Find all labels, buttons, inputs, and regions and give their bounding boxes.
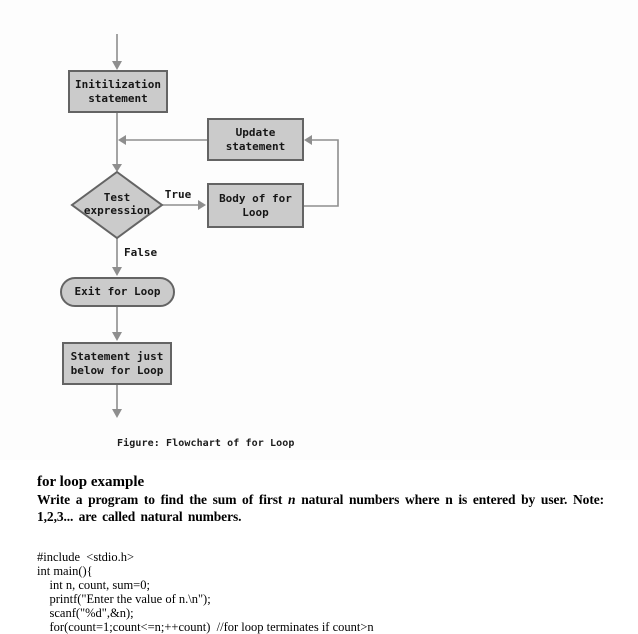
- edge-label-false: False: [124, 246, 158, 259]
- node-body-of-for-loop: Body of for Loop: [207, 183, 304, 228]
- flowchart-connectors: [70, 34, 339, 418]
- node-test-expression-label: Test expression: [83, 191, 151, 217]
- paragraph-italic-n: n: [288, 492, 296, 507]
- code-line-scanf: scanf("%d",&n);: [37, 606, 134, 620]
- for-loop-flowchart-figure: Initilization statement Update statement…: [60, 34, 339, 449]
- edge-label-true: True: [164, 188, 192, 201]
- flowchart-lines: [116, 34, 339, 410]
- code-line-printf: printf("Enter the value of n.\n");: [37, 592, 211, 606]
- paragraph-text-part2: natural numbers where n is entered by us…: [37, 492, 605, 524]
- code-block: #include <stdio.h> int main(){ int n, co…: [37, 550, 374, 634]
- code-line-main: int main(){: [37, 564, 93, 578]
- section-heading: for loop example: [37, 474, 145, 490]
- code-line-for-loop: for(count=1;count<=n;++count) //for loop…: [37, 620, 374, 634]
- exercise-paragraph: Write a program to find the sum of first…: [37, 491, 604, 525]
- code-line-include: #include <stdio.h>: [37, 550, 135, 564]
- node-update-statement: Update statement: [207, 118, 304, 161]
- node-initialization-statement: Initilization statement: [68, 70, 168, 113]
- code-line-declarations: int n, count, sum=0;: [37, 578, 150, 592]
- flowchart-arrowheads: [112, 61, 312, 418]
- node-exit-for-loop: Exit for Loop: [60, 277, 175, 307]
- figure-caption: Figure: Flowchart of for Loop: [117, 438, 295, 449]
- test-expression-diamond: [70, 170, 164, 240]
- paragraph-text-part1: Write a program to find the sum of first: [37, 492, 289, 507]
- node-statement-below-for-loop: Statement just below for Loop: [62, 342, 172, 385]
